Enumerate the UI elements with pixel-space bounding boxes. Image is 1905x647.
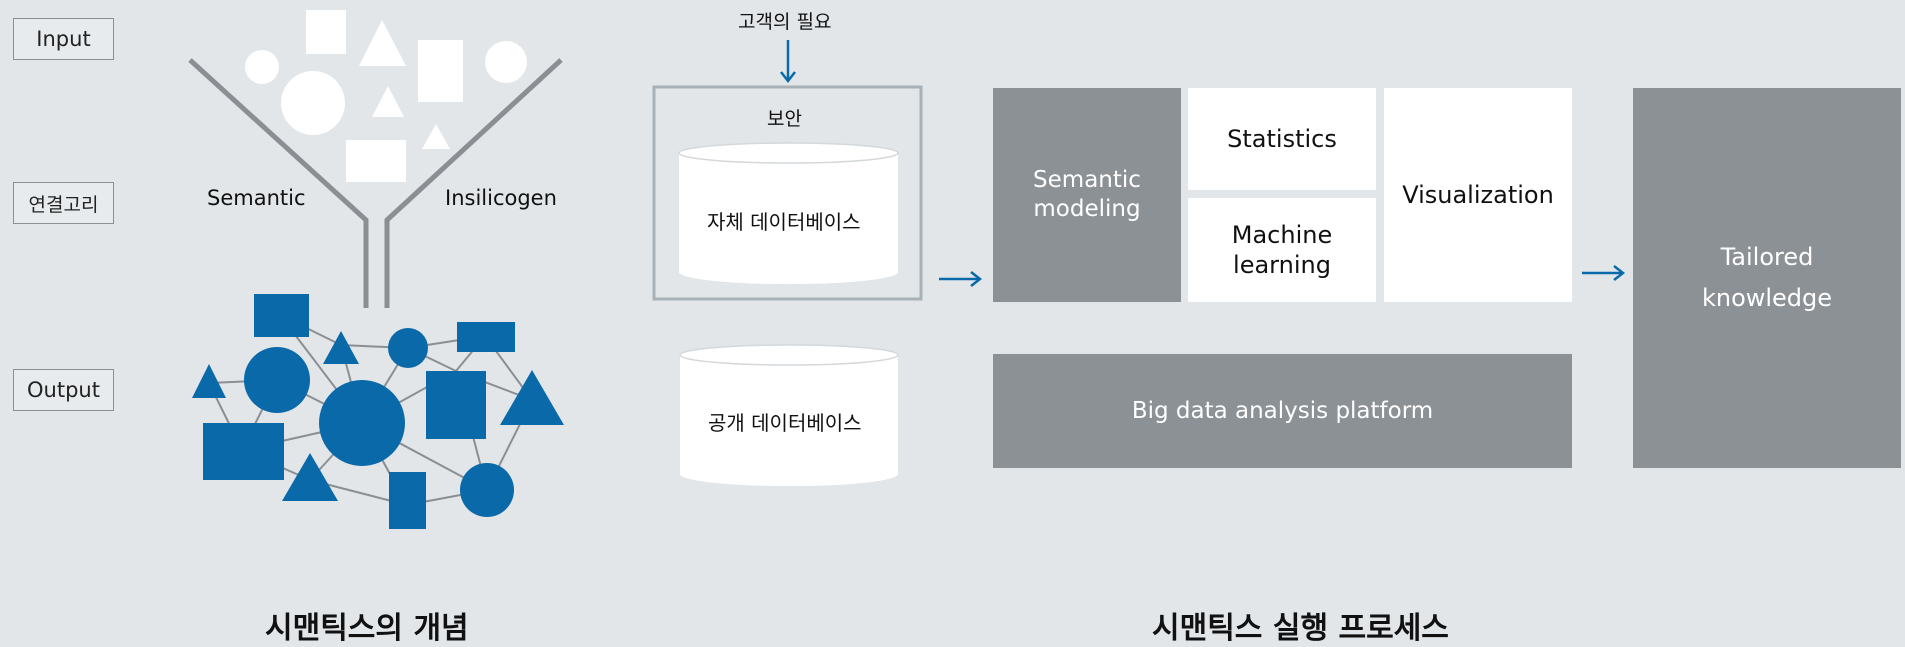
statistics-label: Statistics <box>1227 125 1337 153</box>
funnel-left-label: Semantic <box>207 186 306 210</box>
database-icon <box>679 344 899 487</box>
visualization-label: Visualization <box>1402 181 1554 209</box>
big-data-platform-label: Big data analysis platform <box>1131 397 1434 424</box>
public-database-label: 공개 데이터베이스 <box>708 411 862 435</box>
machine-learning-line1: Machine <box>1231 221 1333 249</box>
arrow-right-icon <box>939 271 983 287</box>
tailored-knowledge-box: Tailored knowledge <box>1633 88 1901 468</box>
tailored-knowledge-line2: knowledge <box>1701 284 1833 312</box>
right-caption: 시맨틱스 실행 프로세스 <box>1152 611 1449 646</box>
semantic-modeling-line2: modeling <box>1033 196 1141 222</box>
statistics-box: Statistics <box>1188 88 1376 190</box>
security-label: 보안 <box>767 108 802 130</box>
visualization-box: Visualization <box>1384 88 1572 302</box>
funnel-icon <box>188 58 563 308</box>
machine-learning-line2: learning <box>1233 251 1331 279</box>
security-frame <box>652 85 923 301</box>
funnel-right-label: Insilicogen <box>445 186 557 210</box>
left-caption: 시맨틱스의 개념 <box>265 611 469 646</box>
big-data-platform-box: Big data analysis platform <box>993 354 1572 468</box>
arrow-down-icon <box>780 40 796 84</box>
input-shapes <box>245 10 527 182</box>
own-database-label: 자체 데이터베이스 <box>707 210 861 234</box>
arrow-right-icon <box>1582 265 1626 281</box>
customer-need-label: 고객의 필요 <box>738 11 832 33</box>
link-label: 연결고리 <box>13 182 114 224</box>
tailored-knowledge-line1: Tailored <box>1720 243 1814 272</box>
input-label: Input <box>13 18 114 60</box>
network-nodes <box>192 294 564 529</box>
output-label: Output <box>13 369 114 411</box>
semantic-modeling-line1: Semantic <box>1033 167 1141 194</box>
database-icon <box>678 142 899 285</box>
